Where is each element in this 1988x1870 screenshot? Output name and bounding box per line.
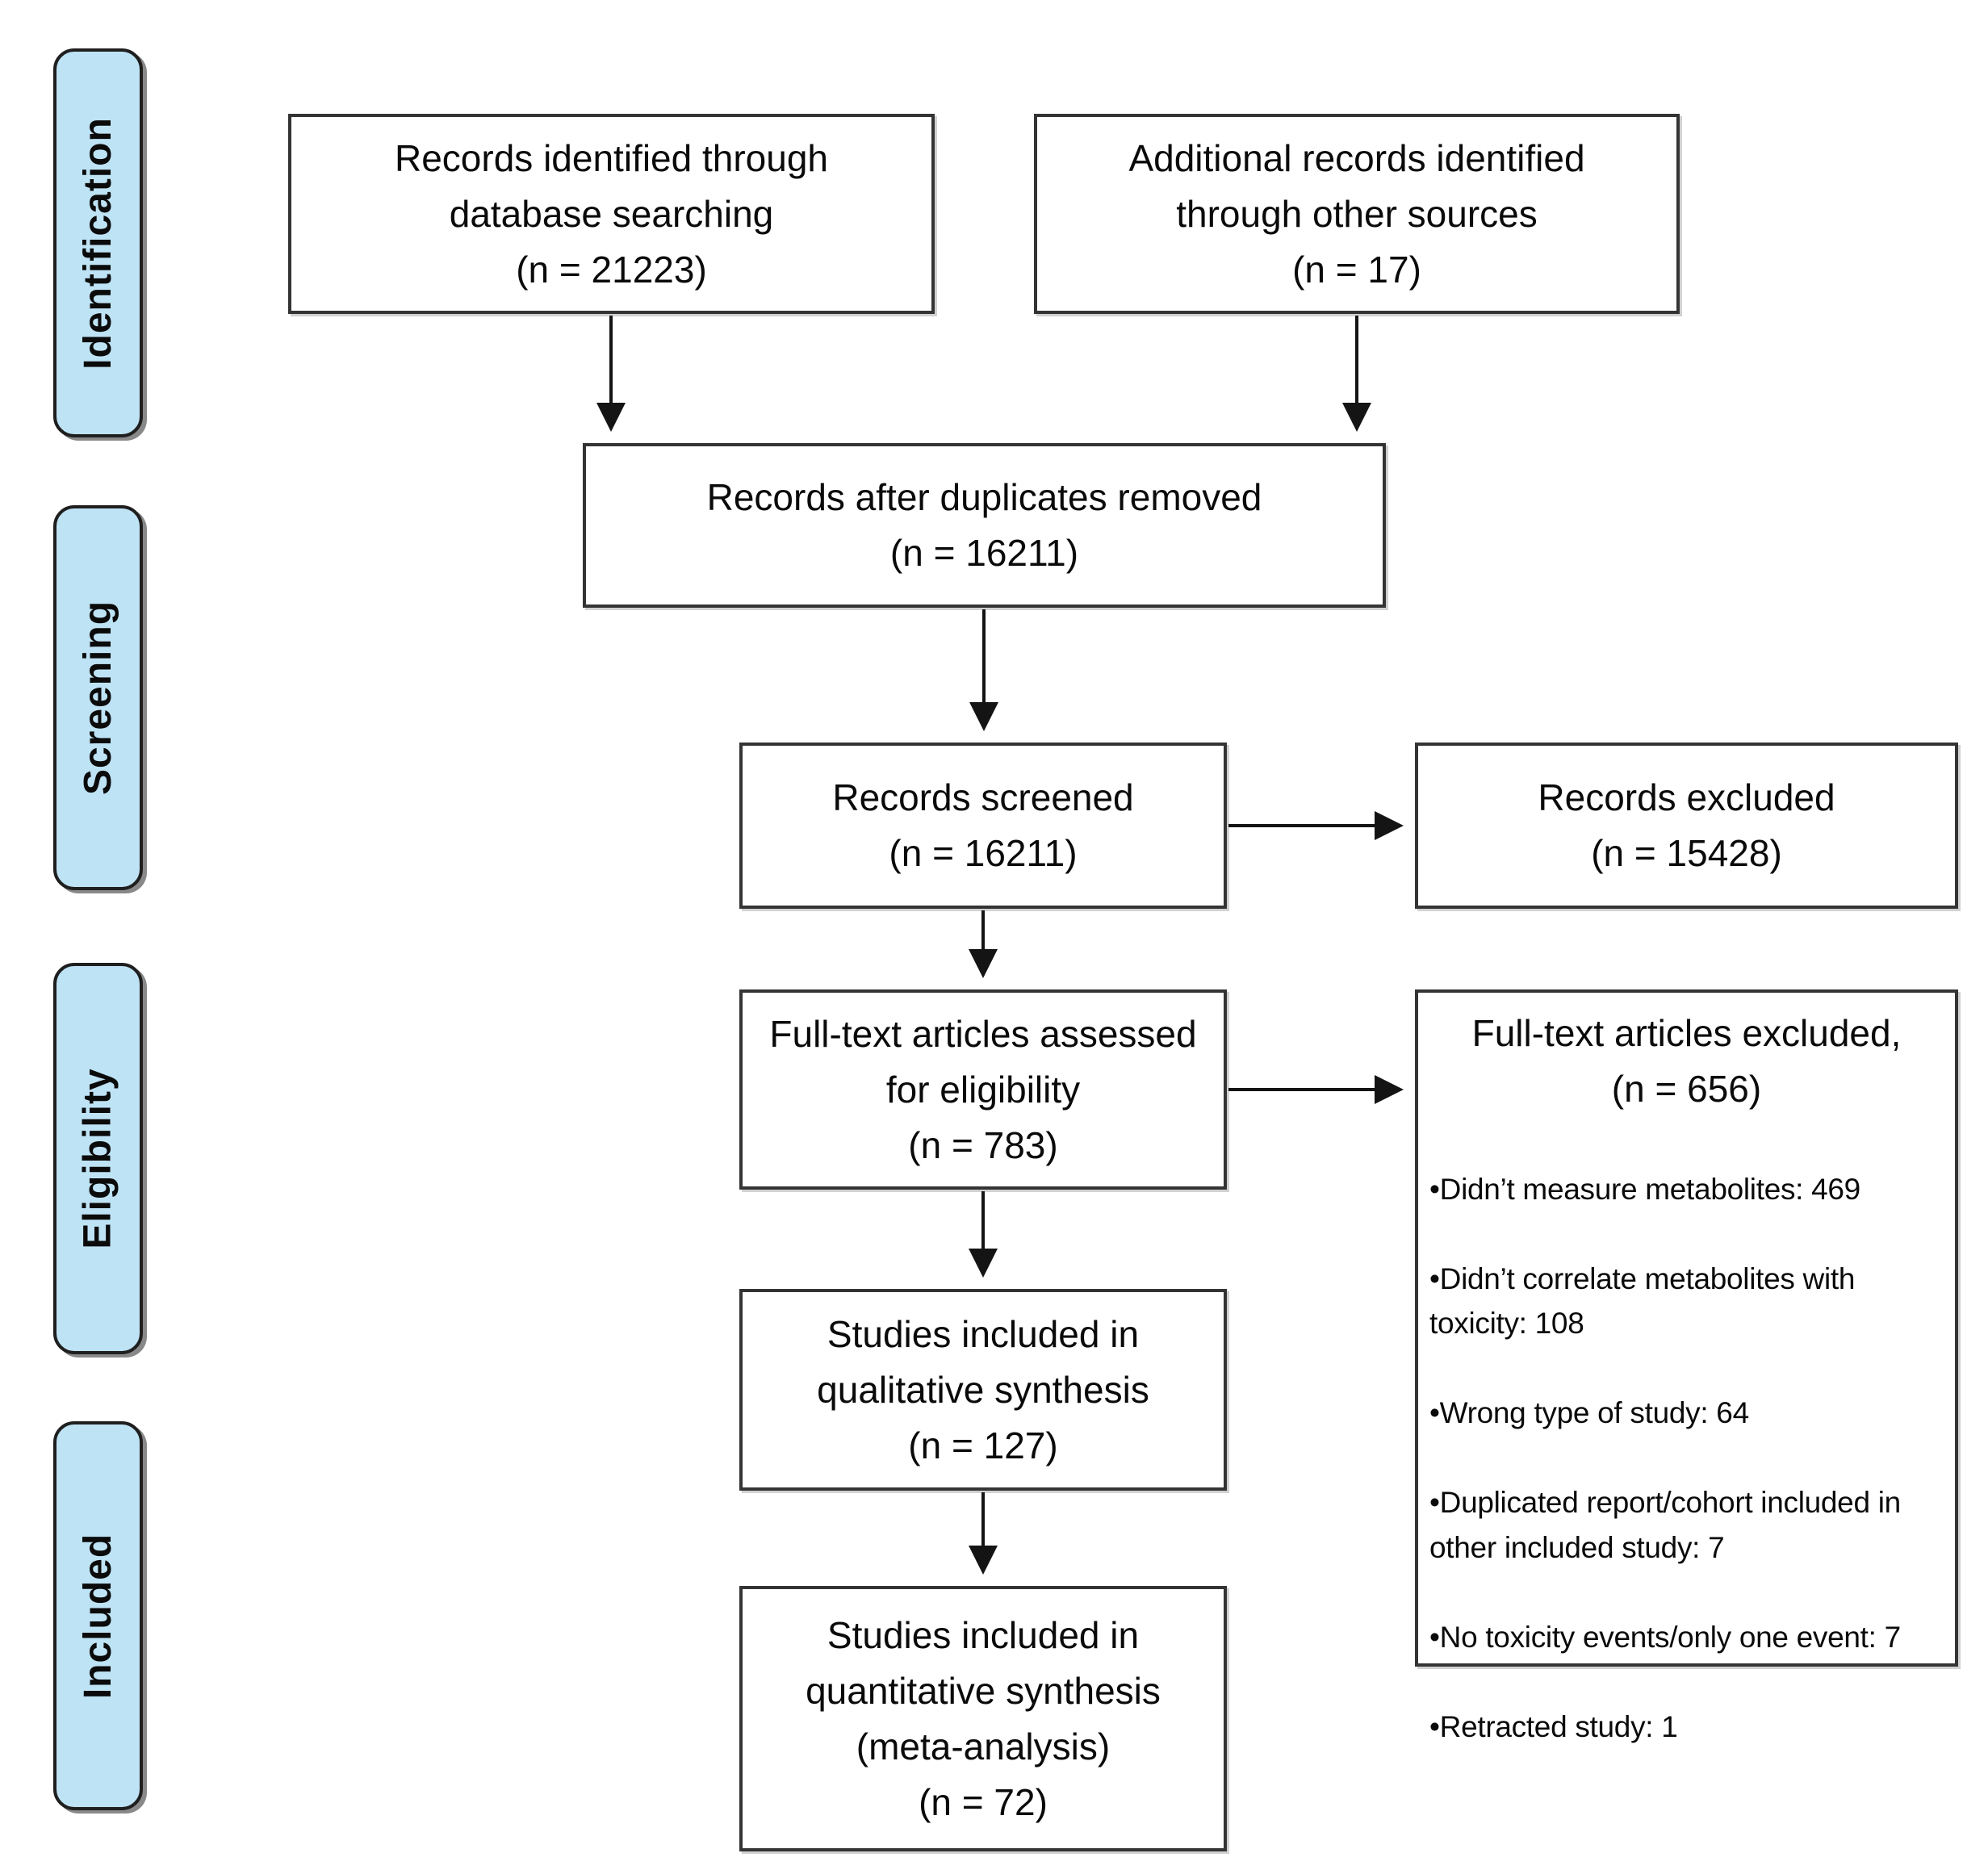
exclusion-reason: •Didn’t measure metabolites: 469 xyxy=(1429,1172,1860,1206)
box-records-identified: Records identified through database sear… xyxy=(288,114,935,314)
box-qualitative-synthesis: Studies included in qualitative synthesi… xyxy=(739,1289,1227,1491)
box-fulltext-assessed: Full-text articles assessed for eligibil… xyxy=(739,989,1227,1190)
exclusion-reason: •Duplicated report/cohort included in ot… xyxy=(1429,1486,1901,1564)
exclusion-reason: •Retracted study: 1 xyxy=(1429,1709,1678,1743)
stage-label-identification-text: Identification xyxy=(77,116,120,370)
box-fulltext-excluded: Full-text articles excluded, (n = 656) •… xyxy=(1415,989,1958,1743)
box-records-after-duplicates: Records after duplicates removed (n = 16… xyxy=(583,443,1386,608)
stage-label-screening: Screening xyxy=(53,505,143,890)
stage-label-identification: Identification xyxy=(53,48,143,437)
fulltext-excluded-title: Full-text articles excluded, (n = 656) xyxy=(1471,1012,1902,1110)
box-records-screened: Records screened (n = 16211) xyxy=(739,743,1227,909)
box-additional-records: Additional records identified through ot… xyxy=(1034,114,1680,314)
box-quantitative-synthesis: Studies included in quantitative synthes… xyxy=(739,1586,1227,1851)
stage-label-eligibility-text: Eligibility xyxy=(77,1068,120,1249)
stage-label-eligibility: Eligibility xyxy=(53,963,143,1354)
exclusion-reason: •Didn’t correlate metabolites with toxic… xyxy=(1429,1261,1856,1341)
box-records-excluded: Records excluded (n = 15428) xyxy=(1415,743,1958,909)
exclusion-reason: •No toxicity events/only one event: 7 xyxy=(1429,1620,1901,1654)
stage-label-screening-text: Screening xyxy=(77,600,120,796)
stage-label-included-text: Included xyxy=(77,1533,119,1699)
stage-label-included: Included xyxy=(53,1421,143,1810)
exclusion-reason: •Wrong type of study: 64 xyxy=(1429,1396,1749,1429)
